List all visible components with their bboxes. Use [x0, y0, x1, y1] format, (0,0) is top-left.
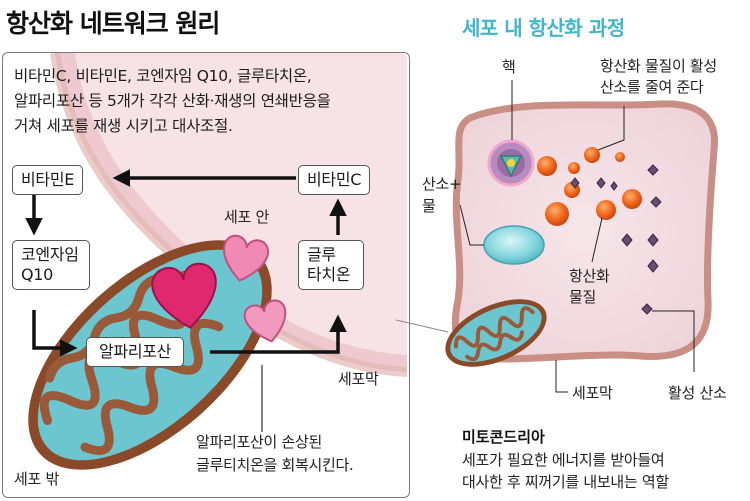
- mitochondria-title: 미토콘드리아: [462, 428, 545, 446]
- heart-icon: [243, 299, 287, 343]
- node-glutathione: 글루 타치온: [298, 240, 364, 290]
- label-cell-inside: 세포 안: [224, 208, 269, 226]
- label-nucleus: 핵: [502, 58, 516, 76]
- alpha-lipoic-note: 알파리포산이 손상된 글루티치온을 회복시킨다.: [196, 433, 354, 474]
- node-alpha-lipoic-acid: 알파리포산: [86, 337, 185, 367]
- label-antioxidant-action: 항산화 물질이 활성 산소를 줄여 준다: [600, 57, 717, 96]
- label-cell-outside: 세포 밖: [14, 470, 59, 488]
- label-cell-membrane-right: 세포막: [572, 384, 613, 402]
- label-antioxidant: 항산화 물질: [569, 267, 610, 306]
- antioxidant-particles: [537, 147, 642, 226]
- mitochondria-right: [445, 299, 547, 367]
- right-title: 세포 내 항산화 과정: [462, 16, 625, 40]
- label-cell-membrane-left: 세포막: [338, 370, 379, 388]
- mitochondria-description: 세포가 필요한 에너지를 받아들여 대사한 후 찌꺼기를 내보내는 역할: [462, 451, 669, 491]
- oxygen-water-vacuole: [483, 225, 545, 265]
- label-active-oxygen: 활성 산소: [668, 384, 727, 402]
- left-title: 항산화 네트워크 원리: [6, 9, 220, 38]
- network-intro: 비타민C, 비타민E, 코엔자임 Q10, 글루타치온, 알파리포산 등 5개가…: [14, 67, 331, 135]
- active-oxygen-particles: [570, 164, 662, 315]
- node-vitamin-c: 비타민C: [298, 165, 371, 195]
- heart-icon: [223, 234, 270, 282]
- heart-icon: [151, 262, 217, 329]
- label-oxygen-water: 산소+ 물: [422, 175, 462, 215]
- node-coenzyme-q10: 코엔자임 Q10: [12, 240, 90, 290]
- mito-callout-line: [395, 319, 449, 333]
- right-callout-lines: [459, 80, 695, 393]
- nucleus: [487, 139, 535, 187]
- network-arrows: [25, 169, 347, 357]
- node-vitamin-e: 비타민E: [12, 165, 84, 195]
